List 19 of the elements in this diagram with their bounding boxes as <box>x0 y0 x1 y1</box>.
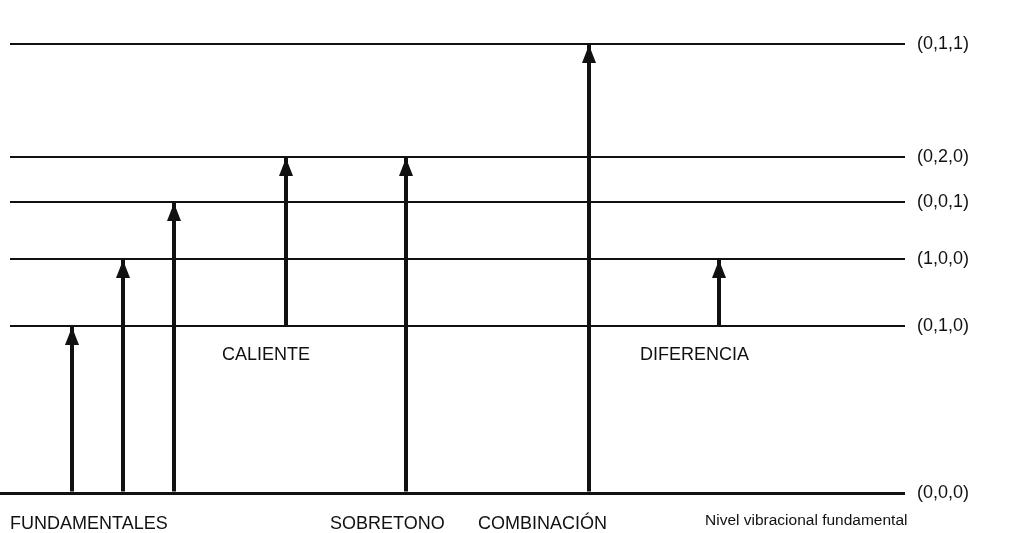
transition-arrow <box>116 260 130 492</box>
level-caption: Nivel vibracional fundamental <box>705 509 908 530</box>
level-label: (1,0,0) <box>917 247 970 269</box>
transition-arrow <box>582 45 596 492</box>
level-label: (0,0,0) <box>917 480 970 503</box>
transition-type-label: SOBRETONO <box>330 512 445 533</box>
transition-type-label: COMBINACIÓN <box>478 512 607 533</box>
transition-type-label: FUNDAMENTALES <box>10 512 168 533</box>
transition-type-label: DIFERENCIA <box>640 343 749 365</box>
transition-arrow <box>399 158 413 492</box>
transition-arrow <box>712 260 726 325</box>
level-label: (0,1,0) <box>917 314 970 336</box>
level-label: (0,2,0) <box>917 145 970 167</box>
level-label: (0,1,1) <box>917 32 970 54</box>
transition-type-label: CALIENTE <box>222 343 311 365</box>
transition-arrow <box>65 327 79 492</box>
level-label: (0,0,1) <box>917 190 970 212</box>
transition-arrow <box>279 158 293 325</box>
transition-arrow <box>167 203 181 492</box>
